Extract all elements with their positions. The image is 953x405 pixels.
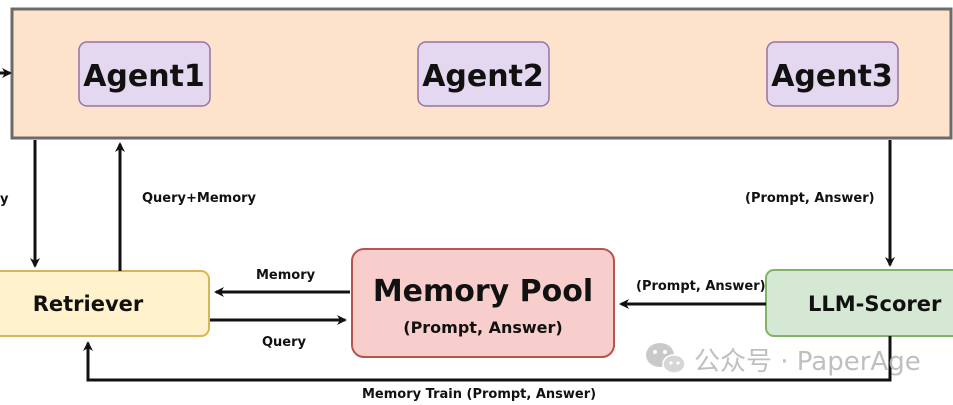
llm-scorer-node: LLM-Scorer: [765, 269, 953, 337]
memory-train-arrow: [83, 336, 892, 382]
agent1-label: Agent1: [83, 59, 205, 94]
memory-pool-title: Memory Pool: [373, 274, 593, 309]
watermark-text: 公众号 · PaperAge: [694, 347, 921, 377]
prompt-answer-top-label: (Prompt, Answer): [745, 191, 875, 206]
retriever-node: Retriever: [0, 270, 210, 337]
memory-pool-subtitle: (Prompt, Answer): [403, 318, 562, 337]
wechat-icon: [646, 343, 686, 374]
query-edge-label: Query: [262, 335, 307, 350]
memory-pool-node: Memory Pool (Prompt, Answer): [351, 248, 615, 358]
retriever-label: Retriever: [33, 292, 144, 316]
agent2-label: Agent2: [422, 59, 544, 94]
watermark: 公众号 · PaperAge: [646, 343, 921, 377]
llm-scorer-label: LLM-Scorer: [808, 292, 942, 316]
agent3-node: Agent3: [766, 41, 899, 107]
agent3-label: Agent3: [771, 59, 893, 94]
agent2-node: Agent2: [417, 41, 550, 107]
left-cut-label: y: [0, 192, 9, 207]
memory-edge-label: Memory: [256, 268, 316, 283]
agent1-node: Agent1: [78, 41, 211, 107]
memory-train-label: Memory Train (Prompt, Answer): [362, 387, 596, 402]
prompt-answer-mid-label: (Prompt, Answer): [636, 279, 766, 294]
query-memory-label: Query+Memory: [142, 191, 257, 206]
